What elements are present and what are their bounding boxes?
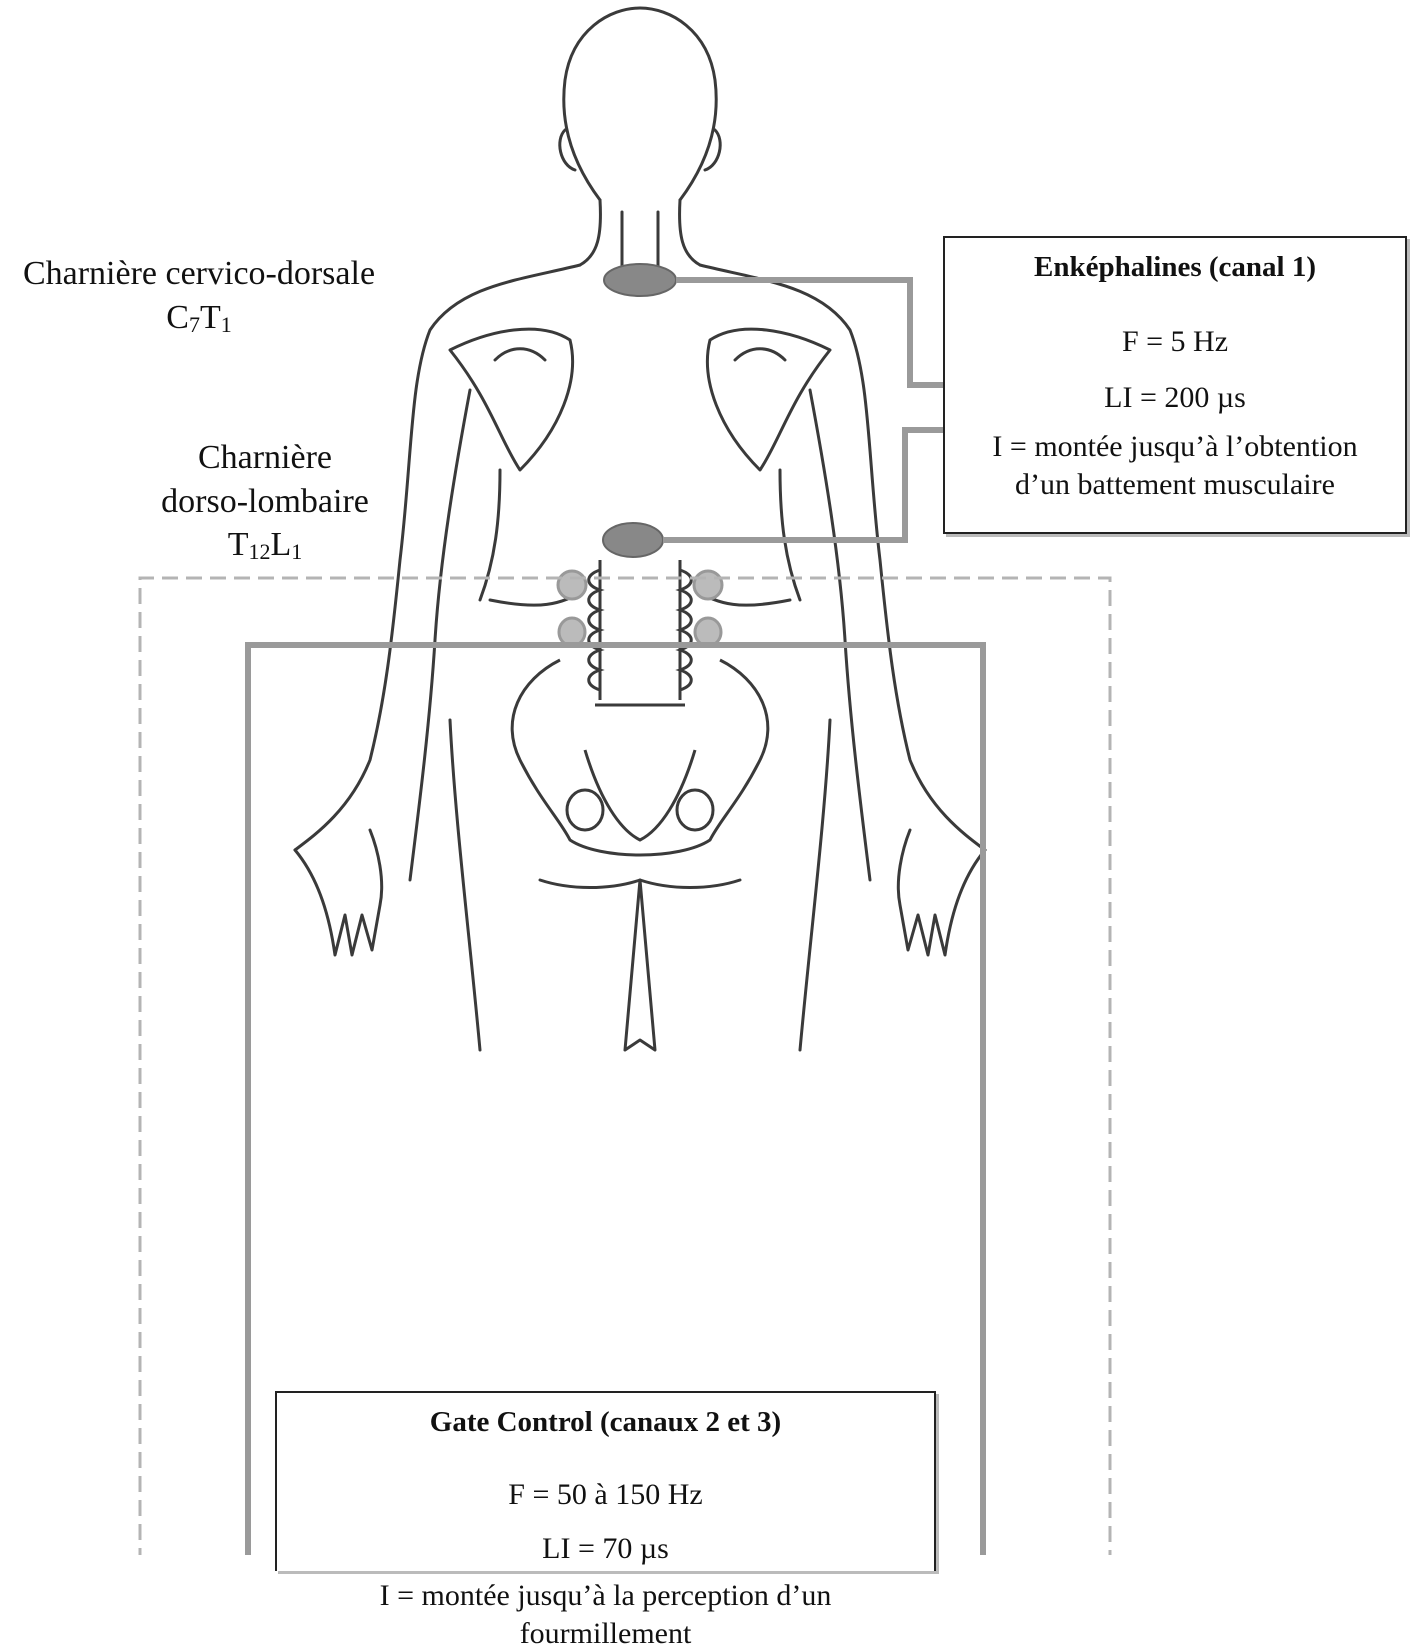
- gate-title: Gate Control (canaux 2 et 3): [277, 1399, 934, 1445]
- dorso-title-2: dorso-lombaire: [130, 480, 400, 524]
- enkephalines-pulse-width: LI = 200 µs: [945, 374, 1405, 422]
- gate-intensity-1: I = montée jusqu’à la perception d’un: [277, 1577, 934, 1615]
- gate-pulse-width: LI = 70 µs: [277, 1525, 934, 1573]
- cervico-title: Charnière cervico-dorsale: [4, 252, 394, 296]
- electrode-t12l1: [603, 523, 663, 557]
- label-cervico-dorsale: Charnière cervico-dorsale C7T1: [4, 252, 394, 339]
- dorso-title-1: Charnière: [130, 436, 400, 480]
- gate-intensity-2: fourmillement: [277, 1615, 934, 1652]
- cervico-code: C7T1: [4, 296, 394, 340]
- electrode-icon: [603, 264, 676, 557]
- tens-diagram: [0, 0, 1428, 1555]
- enkephalines-intensity-1: I = montée jusqu’à l’obtention: [945, 428, 1405, 466]
- dorso-code: T12L1: [130, 523, 400, 567]
- gate-frequency: F = 50 à 150 Hz: [277, 1471, 934, 1519]
- enkephalines-intensity-2: d’un battement musculaire: [945, 466, 1405, 504]
- spine-icon: [558, 560, 722, 700]
- enkephalines-title: Enképhalines (canal 1): [945, 244, 1405, 290]
- box-enkephalines: Enképhalines (canal 1) F = 5 Hz LI = 200…: [943, 236, 1407, 534]
- electrode-c7t1: [604, 264, 676, 296]
- pelvis-icon: [512, 660, 768, 855]
- enkephalines-frequency: F = 5 Hz: [945, 318, 1405, 366]
- wire-channel-1: [663, 280, 943, 540]
- box-gate-control: Gate Control (canaux 2 et 3) F = 50 à 15…: [275, 1391, 936, 1571]
- label-dorso-lombaire: Charnière dorso-lombaire T12L1: [130, 436, 400, 567]
